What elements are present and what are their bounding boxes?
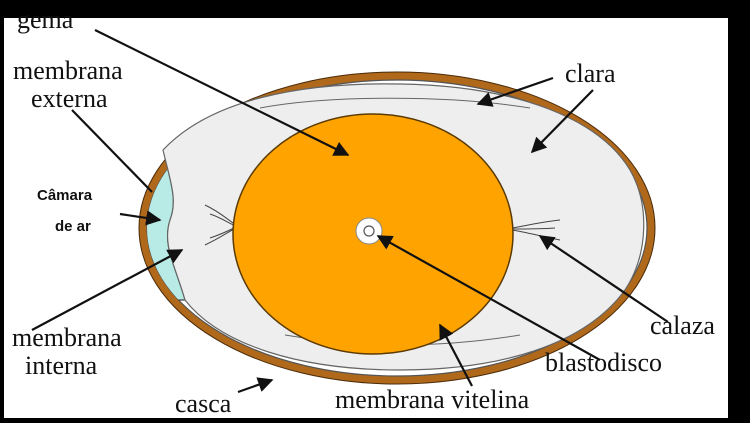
label-blastodisco: blastodisco: [545, 348, 662, 377]
label-membrana-externa-1: membrana: [13, 56, 123, 85]
label-camara-1: Câmara: [37, 187, 93, 204]
label-clara: clara: [565, 59, 616, 88]
label-membrana-externa-2: externa: [31, 84, 108, 113]
frame-bottom-bar: [0, 418, 750, 423]
frame-left-bar: [0, 0, 4, 423]
label-calaza: calaza: [650, 311, 715, 340]
label-gema: gema: [17, 5, 74, 34]
pointer-membrana-interna: [32, 250, 182, 330]
frame-top-bar: [0, 0, 750, 18]
label-casca: casca: [175, 389, 232, 418]
label-membrana-interna-2: interna: [25, 351, 98, 380]
label-camara-2: de ar: [55, 218, 91, 235]
label-membrana-vitelina: membrana vitelina: [335, 385, 530, 414]
pointer-membrana-externa: [72, 110, 152, 192]
label-membrana-interna-1: membrana: [12, 323, 122, 352]
pointer-casca: [238, 380, 272, 392]
frame-right-bar: [728, 0, 750, 423]
blastodisc-center: [364, 226, 374, 236]
